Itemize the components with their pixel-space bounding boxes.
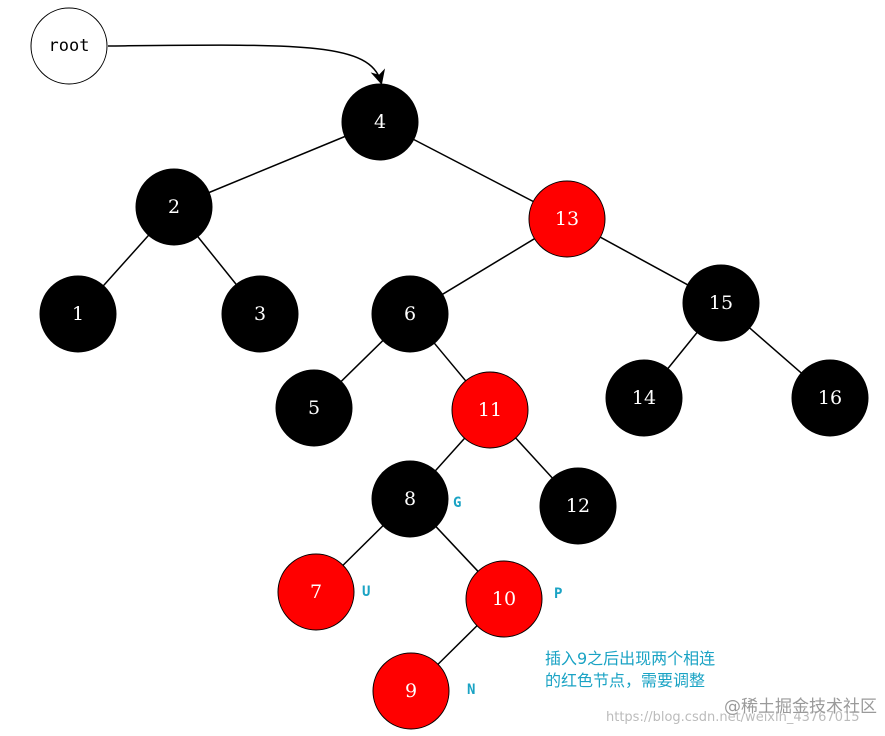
node-label-10: 10	[492, 588, 516, 610]
edge-13-15	[600, 236, 688, 286]
node-11: 11	[451, 371, 529, 449]
node-label-9: 9	[405, 680, 417, 702]
node-14: 14	[605, 359, 683, 437]
node-circle-12	[539, 467, 617, 545]
node-1: 1	[39, 275, 117, 353]
node-9: 9	[372, 652, 450, 730]
node-2: 2	[135, 168, 213, 246]
edge-4-2	[208, 135, 346, 194]
node-label-14: 14	[632, 387, 656, 409]
node-circle-5	[275, 369, 353, 447]
node-label-15: 15	[709, 292, 733, 314]
node-circle-10	[465, 560, 543, 638]
node-label-12: 12	[566, 495, 590, 517]
edge-8-7	[342, 525, 384, 566]
node-label-3: 3	[254, 303, 266, 325]
root-circle	[30, 7, 108, 85]
edge-11-12	[515, 437, 553, 479]
annotation-line-2: 的红色节点，需要调整	[545, 671, 706, 690]
node-5: 5	[275, 369, 353, 447]
edge-8-10	[435, 526, 479, 572]
tag-G: G	[453, 495, 461, 511]
node-circle-15	[682, 264, 760, 342]
node-label-1: 1	[72, 303, 84, 325]
node-circle-8	[371, 460, 449, 538]
node-circle-1	[39, 275, 117, 353]
edge-2-1	[102, 234, 150, 287]
node-circle-16	[791, 359, 869, 437]
node-circle-9	[372, 652, 450, 730]
watermark-url: https://blog.csdn.net/weixin_43767015	[606, 710, 860, 725]
watermark-brand: @稀土掘金技术社区	[724, 697, 877, 717]
annotation-line-1: 插入9之后出现两个相连	[545, 649, 716, 668]
node-16: 16	[791, 359, 869, 437]
root-arrow	[107, 44, 386, 85]
edge-15-16	[749, 327, 802, 374]
node-circle-13	[528, 180, 606, 258]
node-3: 3	[221, 275, 299, 353]
tag-N: N	[467, 682, 475, 698]
node-label-11: 11	[478, 399, 502, 421]
node-label-8: 8	[404, 488, 416, 510]
node-label-5: 5	[308, 397, 320, 419]
edge-11-8	[434, 437, 466, 472]
node-tags: G U P N	[362, 495, 562, 698]
node-circle-6	[371, 275, 449, 353]
edge-6-11	[433, 342, 467, 382]
node-label-16: 16	[818, 387, 842, 409]
edge-13-6	[442, 238, 535, 295]
node-13: 13	[528, 180, 606, 258]
node-label-6: 6	[404, 303, 416, 325]
node-label-4: 4	[374, 111, 386, 133]
tag-U: U	[362, 584, 370, 600]
edge-15-14	[667, 332, 698, 369]
node-7: 7	[277, 553, 355, 631]
node-6: 6	[371, 275, 449, 353]
tree-edges	[102, 135, 802, 665]
node-circle-11	[451, 371, 529, 449]
node-8: 8	[371, 460, 449, 538]
node-circle-14	[605, 359, 683, 437]
node-label-7: 7	[310, 581, 322, 603]
tag-P: P	[554, 586, 562, 602]
node-4: 4	[341, 83, 419, 161]
node-circle-2	[135, 168, 213, 246]
edge-2-3	[197, 236, 237, 285]
node-circle-3	[221, 275, 299, 353]
root-pointer: root	[30, 7, 386, 85]
annotation-note: 插入9之后出现两个相连 的红色节点，需要调整	[545, 648, 715, 692]
node-10: 10	[465, 560, 543, 638]
edge-10-9	[437, 625, 478, 665]
edge-6-5	[340, 340, 384, 382]
node-label-2: 2	[168, 196, 180, 218]
node-circle-7	[277, 553, 355, 631]
node-12: 12	[539, 467, 617, 545]
node-15: 15	[682, 264, 760, 342]
node-label-13: 13	[555, 208, 579, 230]
node-circle-4	[341, 83, 419, 161]
root-label: root	[49, 36, 90, 56]
edge-4-13	[413, 138, 534, 203]
